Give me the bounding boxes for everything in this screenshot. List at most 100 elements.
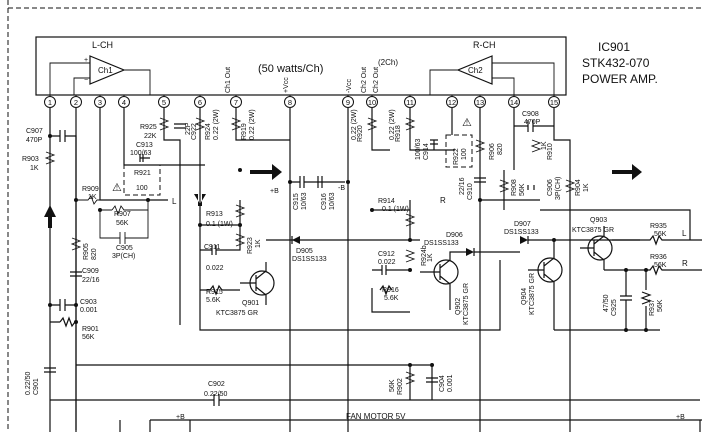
r918-ref: R918	[395, 125, 402, 142]
d905-ref: D905	[296, 248, 313, 255]
q901-ref: Q901	[242, 300, 259, 307]
c903-ref: C903	[80, 299, 97, 306]
r925-ref: R925	[140, 124, 157, 131]
q904-ref: Q904	[521, 288, 528, 305]
c902-ref: C902	[208, 381, 225, 388]
r909-val: 1K	[88, 194, 97, 201]
r902-val: 56K	[389, 379, 396, 392]
arrow-down-1	[194, 194, 206, 206]
pin7-label: Ch1 Out	[225, 67, 232, 93]
ic-pin-number: 11	[406, 98, 414, 107]
c901-ref: C901	[33, 378, 40, 395]
ic-pin-number: 3	[98, 98, 102, 107]
c909-val: 22/16	[82, 277, 100, 284]
r918-val: 0.22 (2W)	[389, 109, 396, 140]
r919-val: 0.22 (2W)	[249, 109, 256, 140]
c915-ref: C915	[293, 193, 300, 210]
c914-val: 100/63	[415, 138, 422, 160]
r906-ref: R906	[489, 143, 496, 160]
q902-ref: Q902	[455, 298, 462, 315]
r905-ref: R905	[83, 243, 90, 260]
q903-val: KTC3875 GR	[572, 227, 614, 234]
r922-box	[445, 134, 473, 168]
c904-val: 0.001	[447, 374, 454, 392]
net-r: R	[440, 196, 446, 205]
ic-pin-number: 9	[346, 98, 350, 107]
r915-ref: R915	[206, 289, 223, 296]
d907-ref: D907	[514, 221, 531, 228]
r919-ref: R919	[241, 123, 248, 140]
net-plus-b-bottom-right: +B	[676, 414, 685, 421]
ic-pin-number: 7	[234, 98, 238, 107]
c908-ref: C908	[522, 111, 539, 118]
ic-pin-number: 13	[476, 98, 484, 107]
r909-ref: R909	[82, 186, 99, 193]
amp-ch2-symbol	[456, 55, 493, 85]
c925-val: 47/50	[603, 294, 610, 312]
net-l-right: L	[682, 229, 687, 238]
r908-ref: R908	[511, 179, 518, 196]
pin8-label: +Vcc	[283, 77, 290, 93]
fan-motor-label: FAN MOTOR 5V	[346, 412, 406, 421]
q901-val: KTC3875 GR	[216, 310, 258, 317]
r924-ref: R924	[205, 123, 212, 140]
r936-val: 56K	[654, 262, 667, 269]
r936-ref: R936	[650, 254, 667, 261]
label-rch: R-CH	[473, 40, 496, 50]
frame-border	[7, 0, 702, 432]
r920-ref: R920	[357, 125, 364, 142]
r921-val: 100	[136, 185, 148, 192]
ic-pin-number: 1	[48, 98, 52, 107]
c910-val: 22/16	[459, 177, 466, 195]
r913-val: 0.1 (1W)	[206, 221, 233, 228]
net-r-right: R	[682, 259, 688, 268]
ic-block	[35, 36, 567, 96]
ic-pin-number: 4	[122, 98, 126, 107]
r903-ref: R903	[22, 156, 39, 163]
c913-ref: C913	[136, 142, 153, 149]
c912-val: 0.022	[378, 259, 396, 266]
junctions	[48, 134, 648, 367]
c901-val: 0.22/50	[25, 372, 32, 395]
net-minus-b: -B	[338, 185, 345, 192]
r905-val: 820	[91, 248, 98, 260]
r913-ref: R913	[206, 211, 223, 218]
r903-val: 1K	[30, 165, 39, 172]
c907-ref: C907	[26, 128, 43, 135]
pin10-label: Ch2 Out	[361, 67, 368, 93]
d907-val: DS1SS133	[504, 229, 539, 236]
pin11-label: Ch2 Out	[373, 67, 380, 93]
arrow-right-2	[612, 164, 642, 180]
amp-ch2-label: Ch2	[468, 66, 483, 75]
net-l: L	[172, 197, 177, 206]
c914-ref: C914	[423, 143, 430, 160]
d906-val: DS1SS133	[424, 240, 459, 247]
r937-val: 56K	[657, 299, 664, 312]
label-2ch: (2Ch)	[378, 58, 398, 67]
c904-ref: C904	[439, 375, 446, 392]
c916-val: 10/63	[329, 192, 336, 210]
c911-ref: C911	[204, 244, 220, 251]
r901-val: 56K	[82, 334, 95, 341]
r921-ref: R921	[134, 170, 151, 177]
r915-val: 5.6K	[206, 297, 221, 304]
warning-icon-2: ⚠	[462, 117, 472, 129]
r935-ref: R935	[650, 223, 667, 230]
r910-val: 1K	[541, 141, 548, 150]
r935-val: 56K	[654, 231, 667, 238]
ic-pin-number: 12	[448, 98, 456, 107]
c902-val: 0.22/50	[204, 391, 227, 398]
r924b-ref: R924b	[421, 245, 428, 266]
label-lch: L-CH	[92, 40, 113, 50]
r908-val: 56K	[519, 183, 526, 196]
r923-ref: R923	[247, 237, 254, 254]
amp-ch1-label: Ch1	[98, 66, 113, 75]
r924-val: 0.22 (2W)	[213, 109, 220, 140]
r916-val: 5.6K	[384, 295, 399, 302]
c908-val: 470P	[524, 119, 541, 126]
c907-val: 470P	[26, 137, 43, 144]
ic-pin-number: 10	[368, 98, 376, 107]
ic-pin-number: 2	[74, 98, 78, 107]
c906-val: 3P(CH)	[555, 177, 562, 200]
